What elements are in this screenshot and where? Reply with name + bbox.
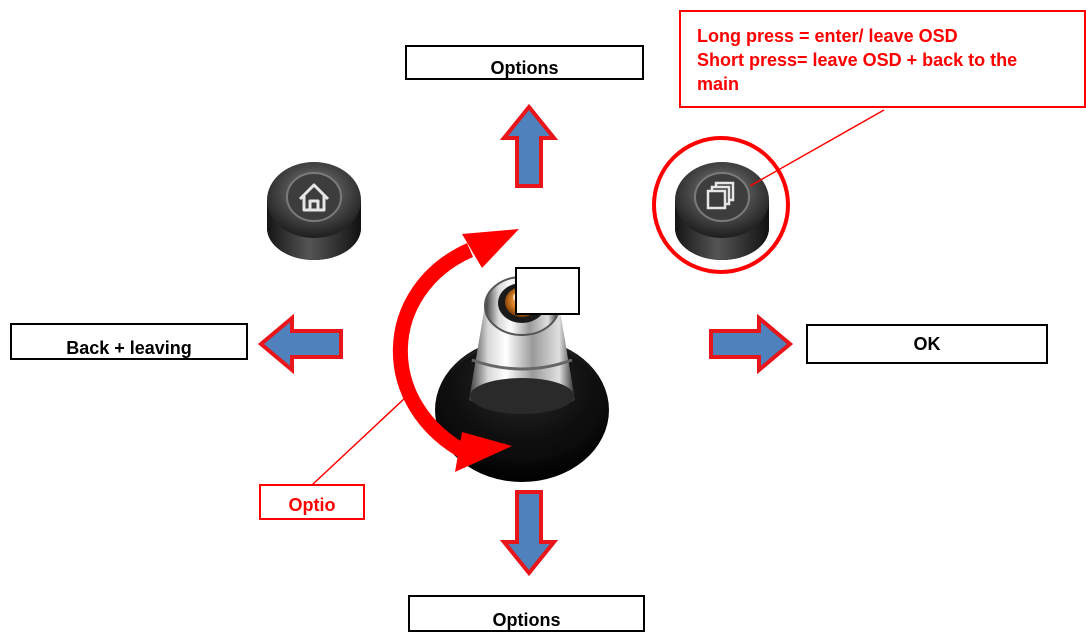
label-right-ok: OK xyxy=(806,324,1048,364)
arrow-right xyxy=(709,313,794,375)
note-connector-line xyxy=(749,109,885,187)
layers-icon xyxy=(706,181,735,210)
label-left-back: Back + leaving xyxy=(10,323,248,360)
label-bottom-text: Options xyxy=(492,610,561,630)
osd-note-line-2: Short press= leave OSD + back to the xyxy=(697,50,1018,70)
osd-note-line-1: Long press = enter/ leave OSD xyxy=(697,26,958,46)
joystick-label-box xyxy=(515,267,580,315)
rotate-callout-box: Optio xyxy=(259,484,365,520)
arrow-down xyxy=(499,490,559,577)
label-left-text: Back + leaving xyxy=(66,338,192,358)
rotate-callout-text: Optio xyxy=(288,495,336,515)
osd-button[interactable] xyxy=(675,162,769,260)
osd-note-box: Long press = enter/ leave OSD Short pres… xyxy=(679,10,1086,108)
arrow-left xyxy=(257,313,343,375)
rotate-arrow xyxy=(392,229,519,472)
arrow-up xyxy=(499,103,559,188)
rotate-callout-line xyxy=(311,397,406,486)
label-bottom-options: Options xyxy=(408,595,645,632)
label-right-text: OK xyxy=(913,333,941,354)
label-top-text: Options xyxy=(490,58,559,78)
label-top-options: Options xyxy=(405,45,644,80)
home-button[interactable] xyxy=(267,162,361,260)
home-icon xyxy=(298,183,330,212)
highlight-circle xyxy=(652,136,790,274)
osd-note-line-3: main xyxy=(697,74,740,94)
